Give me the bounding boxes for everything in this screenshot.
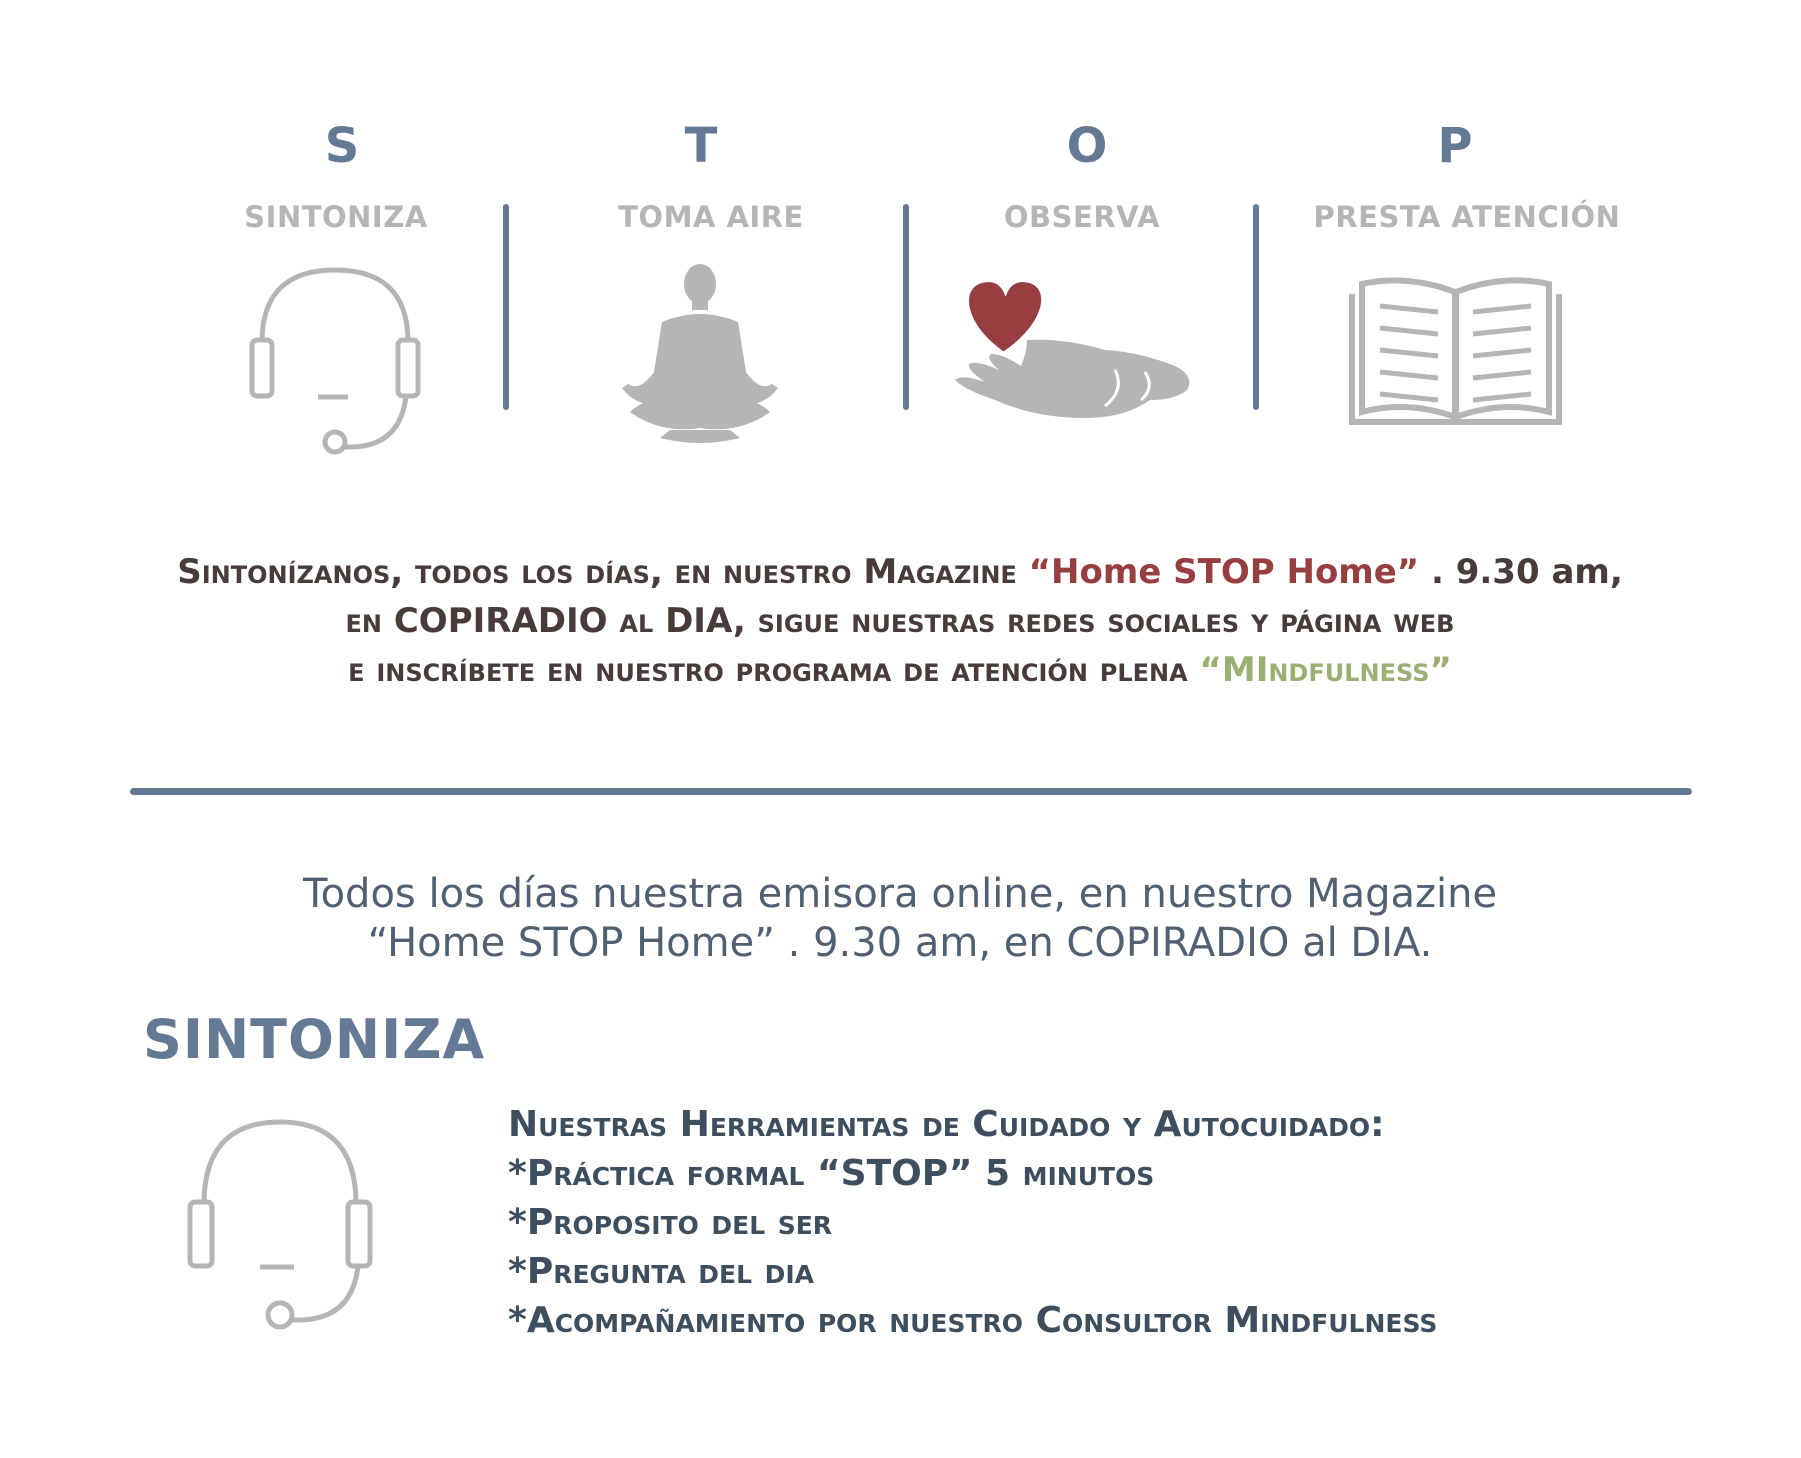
promo-line-1: Sintonízanos, todos los días, en nuestro… xyxy=(60,548,1740,597)
tools-list: Nuestras Herramientas de Cuidado y Autoc… xyxy=(508,1100,1758,1345)
list-item: *Práctica formal “STOP” 5 minutos xyxy=(508,1153,1155,1194)
divider-1 xyxy=(503,204,509,410)
stop-letter-o: O xyxy=(1066,118,1108,174)
program-name: “MIndfulness” xyxy=(1199,650,1452,690)
headset-icon xyxy=(249,267,421,455)
meditation-icon xyxy=(622,264,778,443)
stop-label-toma-aire: TOMA AIRE xyxy=(618,200,804,234)
stop-letter-p: P xyxy=(1437,118,1473,174)
magazine-name: “Home STOP Home” xyxy=(1028,552,1420,592)
stop-letter-t: T xyxy=(684,118,718,174)
divider-3 xyxy=(1253,204,1259,410)
stop-letter-s: S xyxy=(324,118,360,174)
headset-icon xyxy=(187,1119,373,1330)
heart-hand-icon xyxy=(955,282,1190,418)
stop-label-observa: OBSERVA xyxy=(1003,200,1161,234)
promo-line-2: en COPIRADIO al DIA, sigue nuestras rede… xyxy=(345,601,1455,641)
stop-label-sintoniza: SINTONIZA xyxy=(244,200,428,234)
promo-text: e inscríbete en nuestro programa de aten… xyxy=(348,650,1200,690)
promo-text: Sintonízanos, todos los días, en nuestro… xyxy=(177,552,1029,592)
open-book-icon xyxy=(1349,277,1562,425)
horizontal-divider xyxy=(130,788,1692,795)
list-item: *Pregunta del dia xyxy=(508,1251,814,1292)
promo-time: . 9.30 am, xyxy=(1419,552,1623,592)
subtitle: Todos los días nuestra emisora online, e… xyxy=(200,870,1600,968)
promo-paragraph: Sintonízanos, todos los días, en nuestro… xyxy=(60,548,1740,695)
divider-2 xyxy=(903,204,909,410)
stop-label-presta-atencion: PRESTA ATENCIÓN xyxy=(1313,200,1621,234)
section-title: SINTONIZA xyxy=(143,1008,486,1071)
list-item: *Acompañamiento por nuestro Consultor Mi… xyxy=(508,1300,1438,1341)
promo-line-3: e inscríbete en nuestro programa de aten… xyxy=(60,646,1740,695)
subtitle-line-2: “Home STOP Home” . 9.30 am, en COPIRADIO… xyxy=(367,920,1433,966)
tools-heading: Nuestras Herramientas de Cuidado y Autoc… xyxy=(508,1104,1385,1145)
subtitle-line-1: Todos los días nuestra emisora online, e… xyxy=(302,871,1498,917)
list-item: *Proposito del ser xyxy=(508,1202,833,1243)
